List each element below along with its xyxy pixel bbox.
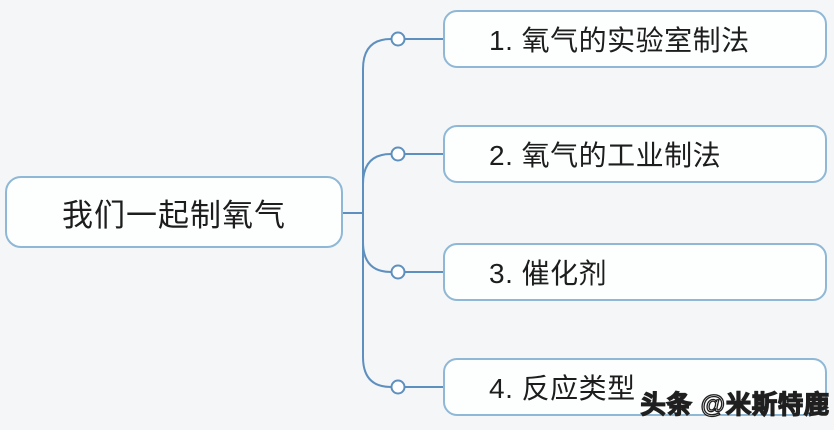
child-node-4-label: 4. 反应类型 bbox=[489, 373, 636, 404]
branch-junction-dot-4[interactable] bbox=[390, 379, 406, 395]
child-node-4[interactable]: 4. 反应类型 bbox=[443, 358, 827, 416]
branch-junction-dot-3[interactable] bbox=[390, 264, 406, 280]
branch-junction-dot-1[interactable] bbox=[390, 31, 406, 47]
connector-branch-4 bbox=[362, 212, 392, 388]
branch-junction-dot-2[interactable] bbox=[390, 146, 406, 162]
root-node-label: 我们一起制氧气 bbox=[62, 197, 286, 233]
child-node-2-label: 2. 氧气的工业制法 bbox=[489, 140, 722, 171]
connector-branch-3 bbox=[362, 212, 392, 273]
connector-branch-2 bbox=[362, 153, 392, 214]
child-node-1[interactable]: 1. 氧气的实验室制法 bbox=[443, 10, 827, 68]
child-node-3[interactable]: 3. 催化剂 bbox=[443, 243, 827, 301]
child-node-2[interactable]: 2. 氧气的工业制法 bbox=[443, 125, 827, 183]
connector-branch-1 bbox=[362, 38, 392, 214]
child-node-1-label: 1. 氧气的实验室制法 bbox=[489, 25, 750, 56]
root-node[interactable]: 我们一起制氧气 bbox=[5, 176, 343, 248]
watermark: 头条 @米斯特鹿 bbox=[640, 390, 830, 419]
child-node-3-label: 3. 催化剂 bbox=[489, 258, 608, 289]
